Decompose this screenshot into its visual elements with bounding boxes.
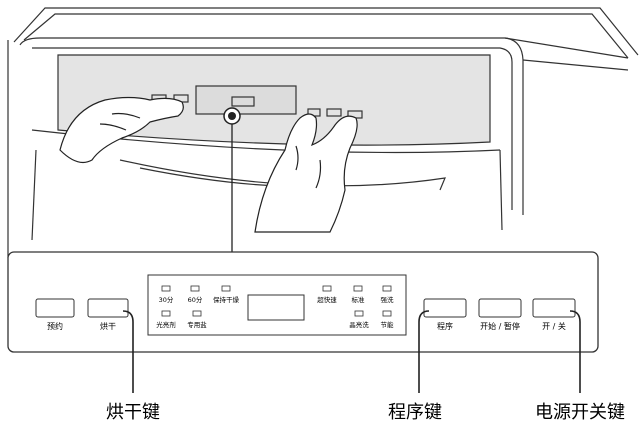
svg-text:节能: 节能	[381, 320, 395, 329]
program-button[interactable]: 程序	[423, 298, 467, 331]
reserve-label: 预约	[47, 321, 63, 331]
start-pause-button[interactable]: 开始 / 暂停	[478, 298, 522, 331]
svg-text:保持干燥: 保持干燥	[213, 295, 240, 304]
hand-left	[59, 96, 184, 163]
indicator-eco: 节能	[381, 310, 395, 329]
power-label: 开 / 关	[542, 321, 566, 331]
svg-text:60分: 60分	[188, 295, 203, 304]
power-button[interactable]: 开 / 关	[532, 298, 576, 331]
indicator-keep-dry: 保持干燥	[213, 285, 240, 304]
indicator-rinse-aid: 光亮剂	[156, 310, 176, 329]
svg-text:标准: 标准	[352, 295, 366, 304]
svg-text:超快速: 超快速	[317, 295, 337, 304]
svg-text:光亮剂: 光亮剂	[156, 320, 176, 329]
svg-text:30分: 30分	[159, 295, 174, 304]
callout-power-key: 电源开关键	[535, 402, 625, 423]
dry-label: 烘干	[100, 321, 116, 331]
program-label: 程序	[437, 321, 453, 331]
indicator-30min: 30分	[159, 285, 174, 304]
digital-display	[247, 294, 305, 321]
indicator-ultra-fast: 超快速	[317, 285, 337, 304]
indicator-crystal-wash: 晶亮洗	[349, 310, 369, 329]
callout-program-key: 程序键	[388, 402, 442, 423]
hand-right	[254, 113, 358, 233]
indicator-salt: 专用盐	[187, 310, 207, 329]
indicator-60min: 60分	[188, 285, 203, 304]
indicator-standard: 标准	[352, 285, 366, 304]
svg-text:专用盐: 专用盐	[187, 320, 207, 329]
svg-text:晶亮洗: 晶亮洗	[349, 320, 369, 329]
dry-button[interactable]: 烘干	[87, 298, 129, 331]
indicator-intensive: 强洗	[381, 285, 395, 304]
svg-text:强洗: 强洗	[381, 295, 395, 304]
start-pause-label: 开始 / 暂停	[480, 321, 520, 331]
callout-dry-key: 烘干键	[106, 402, 160, 423]
callout-leaders	[122, 310, 581, 393]
reserve-button[interactable]: 预约	[35, 298, 75, 331]
zoom-marker-dot	[228, 112, 236, 120]
